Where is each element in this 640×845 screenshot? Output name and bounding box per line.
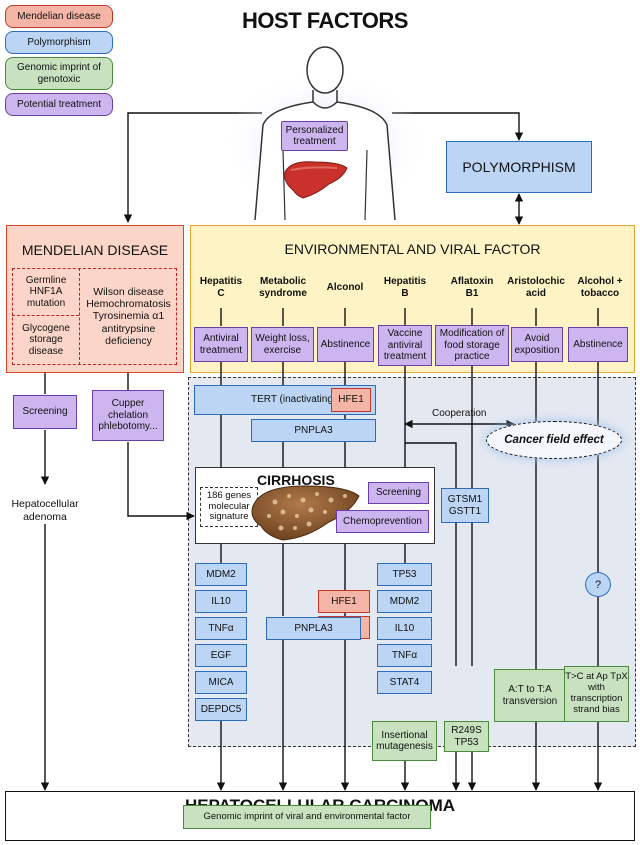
treatment-antiviral: Antiviral treatment: [194, 327, 248, 362]
hbv-gene-tnfa: TNFα: [377, 644, 432, 667]
factor-alconol: Alconol: [326, 282, 364, 293]
polymorphism-header: POLYMORPHISM: [446, 141, 592, 193]
hcv-gene-mdm2: MDM2: [195, 563, 247, 586]
host-factors-title: HOST FACTORS: [242, 8, 408, 33]
cancer-field-effect: Cancer field effect: [486, 421, 622, 459]
mendelian-panel: [6, 225, 184, 373]
cupper-chelation: Cupper chelation phlebotomy...: [92, 390, 164, 441]
germline-hnf1a: Germline HNF1A mutation: [25, 274, 67, 309]
hcv-gene-egf: EGF: [195, 644, 247, 667]
mendelian-title: MENDELIAN DISEASE: [21, 242, 169, 258]
question-mark: ?: [594, 578, 602, 591]
treatment-avoid-exposition: Avoid exposition: [511, 327, 563, 362]
cooperation-label: Cooperation: [432, 408, 487, 419]
cirrhosis-title: CIRRHOSIS: [257, 472, 335, 488]
glycogene-storage: Glycogene storage disease: [22, 322, 70, 357]
treatment-abstinence-alcohol: Abstinence: [317, 327, 374, 362]
hcv-gene-il10: IL10: [195, 590, 247, 613]
personalized-treatment: Personalized treatment: [281, 121, 348, 151]
mendelian-divider-v: [79, 268, 80, 365]
treatment-weight-loss: Weight loss, exercise: [251, 327, 314, 362]
cirrhotic-liver-icon: [251, 485, 360, 541]
hbv-gene-tp53: TP53: [377, 563, 432, 586]
hcc-genomic-imprint: Genomic imprint of viral and environment…: [183, 805, 431, 829]
mendelian-screening: Screening: [13, 395, 77, 429]
insertional-mutagenesis: Insertional mutagenesis: [372, 721, 437, 761]
hcv-gene-tnfa: TNFα: [195, 617, 247, 640]
hcv-gene-mica: MICA: [195, 671, 247, 694]
r249s-tp53: R249S TP53: [444, 721, 489, 752]
pnpla3-top: PNPLA3: [251, 419, 376, 442]
legend-mendelian: Mendelian disease: [5, 5, 113, 28]
hepatocellular-adenoma: Hepatocellular adenoma: [11, 498, 79, 523]
gene-signature: 186 genes molecular signature: [200, 487, 258, 527]
factor-metabolic-syndrome: Metabolic syndrome: [259, 276, 307, 299]
cirrhosis-chemoprevention: Chemoprevention: [336, 510, 429, 533]
hbv-gene-il10: IL10: [377, 617, 432, 640]
legend-polymorphism: Polymorphism: [5, 31, 113, 54]
at-ta-transversion: A:T to T:A transversion: [494, 669, 566, 722]
hbv-gene-mdm2: MDM2: [377, 590, 432, 613]
pnpla3-bottom: PNPLA3: [266, 617, 361, 640]
mendelian-dashed-group: [12, 268, 177, 365]
legend-genomic-imprint: Genomic imprint of genotoxic: [5, 57, 113, 90]
question-circle: ?: [585, 572, 611, 597]
environmental-title: ENVIRONMENTAL AND VIRAL FACTOR: [284, 241, 541, 257]
factor-hepatitis-b: Hepatitis B: [383, 276, 427, 299]
hfe1-bottom-overlay: HFE1: [318, 590, 370, 613]
factor-hepatitis-c: Hepatitis C: [199, 276, 243, 299]
treatment-abstinence-tobacco: Abstinence: [568, 327, 628, 362]
factor-aflatoxin-b1: Aflatoxin B1: [450, 276, 494, 299]
tc-ap-tpx: T>C at Ap TpX with transcription strand …: [564, 666, 629, 722]
treatment-food-storage: Modification of food storage practice: [435, 325, 509, 366]
cirrhosis-screening: Screening: [368, 482, 429, 504]
hcv-gene-depdc5: DEPDC5: [195, 698, 247, 721]
treatment-vaccine: Vaccine antiviral treatment: [378, 325, 432, 366]
wilson-disease-list: Wilson disease Hemochromatosis Tyrosinem…: [86, 286, 171, 347]
legend-potential-treatment: Potential treatment: [5, 93, 113, 116]
mendelian-divider-h: [12, 315, 79, 316]
liver-icon: [284, 161, 348, 199]
hbv-gene-stat4: STAT4: [377, 671, 432, 694]
hfe1-top: HFE1: [331, 388, 371, 412]
cancer-field-effect-label: Cancer field effect: [504, 434, 604, 446]
gstm1-gstt1: GTSM1 GSTT1: [441, 488, 489, 523]
factor-aristolochic-acid: Aristolochic acid: [507, 276, 565, 299]
factor-alcohol-tobacco: Alcohol + tobacco: [577, 276, 623, 299]
